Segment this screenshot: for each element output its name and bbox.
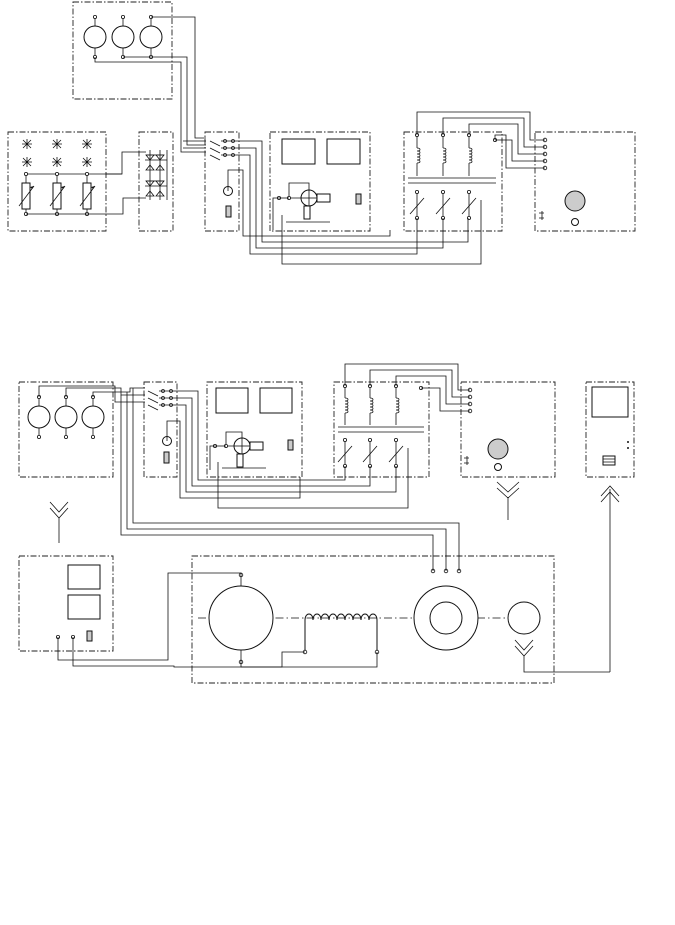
output-terminal-panel	[534, 131, 636, 232]
supply-panel	[18, 501, 114, 652]
lower-three-phase-load-panel	[333, 381, 430, 478]
three-phase-load-panel	[403, 131, 503, 232]
upper-wiring	[94, 16, 545, 265]
lower-switch-panel	[143, 381, 178, 478]
lower-dc-meter-panel	[206, 381, 303, 478]
upper-wiring-diagram	[7, 1, 636, 265]
dc-meter-panel	[269, 131, 371, 232]
lamp-rheostat-panel	[7, 131, 138, 232]
lower-meter-panel	[18, 381, 114, 478]
upper-meter-panel	[72, 1, 173, 100]
lower-wiring	[38, 363, 470, 668]
upper-switch-panel	[204, 131, 240, 232]
scope-panel	[585, 381, 635, 672]
rectifier-bridge	[138, 131, 174, 232]
machine-set	[191, 555, 610, 684]
lower-wiring-diagram	[18, 363, 635, 684]
lower-output-terminal-panel	[460, 381, 556, 520]
